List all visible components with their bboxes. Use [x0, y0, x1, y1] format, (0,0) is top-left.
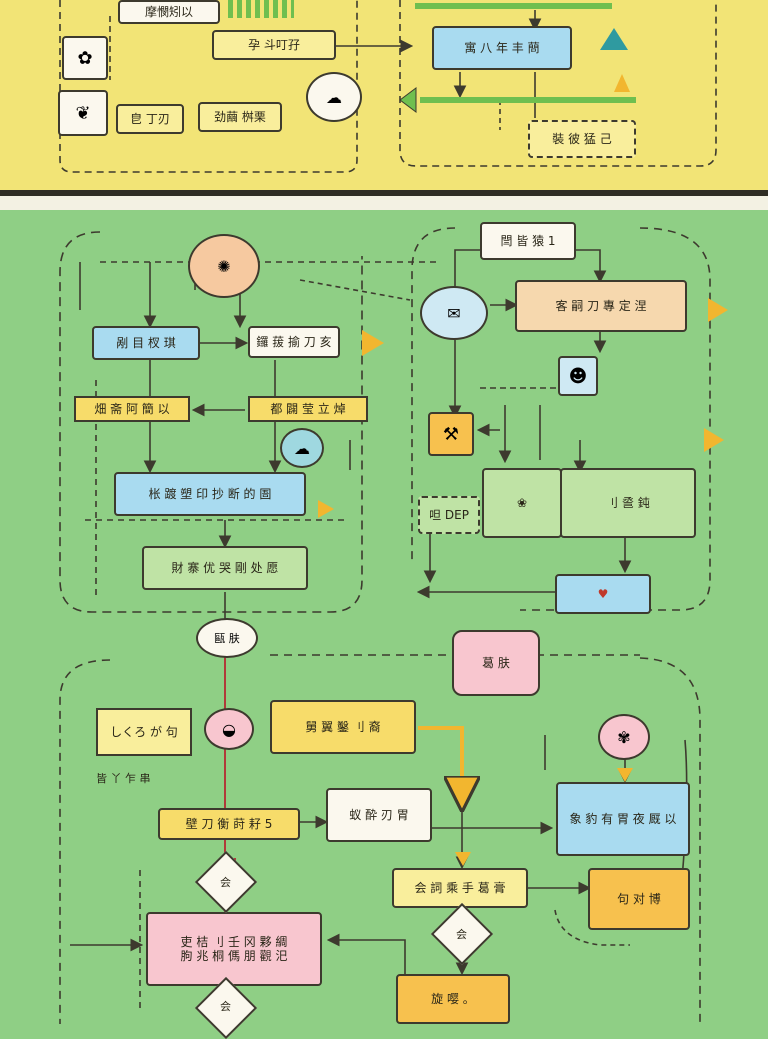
fish-icon: ☁ [306, 72, 362, 122]
bowl-icon: ◒ [204, 708, 254, 750]
mid-box-right-peach[interactable]: 客 嗣 刀 專 定 涅 [515, 280, 687, 332]
mid-box-blue-left[interactable]: 剐 目 杈 琪 [92, 326, 200, 360]
top-box-6[interactable]: 裝 彼 猛 己 [528, 120, 636, 158]
mid-connector-label[interactable]: 甌 肤 [196, 618, 258, 658]
bottom-box-bottom-yellow[interactable]: 旋 嘤 。 [396, 974, 510, 1024]
top-panel [0, 0, 768, 190]
brain-icon: ✺ [188, 234, 260, 298]
mid-box-bottom-right[interactable]: ♥ [555, 574, 651, 614]
mid-ribbon-left[interactable]: 畑 斋 阿 簡 以 [74, 396, 190, 422]
top-box-1[interactable]: 摩憫矧以 [118, 0, 220, 24]
orange-marker-2 [708, 298, 728, 322]
mid-box-long-green[interactable]: 財 寨 优 哭 剛 处 愿 [142, 546, 308, 590]
bottom-box-pink-big[interactable]: 吏 桔 刂 壬 冈 夥 綢 朐 兆 桐 傌 朋 觀 汜 [146, 912, 322, 986]
panel-divider-light [0, 196, 768, 210]
pink-big-line-2: 朐 兆 桐 傌 朋 觀 汜 [180, 949, 288, 963]
orange-marker-1 [362, 330, 384, 356]
bottom-note-left[interactable]: しくろ が 句 [96, 708, 192, 756]
mid-box-long-blue[interactable]: 枨 踱 塑 印 抄 断 的 圄 [114, 472, 306, 516]
bottom-box-blue-right[interactable]: 象 豹 有 胃 夜 厩 以 [556, 782, 690, 856]
bottom-box-yellow-top[interactable]: 舅 翼 鑿 刂 裔 [270, 700, 416, 754]
mid-ribbon-mid[interactable]: 都 闢 莹 立 焯 [248, 396, 368, 422]
decision-diamond-3-label: 会 [220, 1000, 231, 1013]
bottom-box-yellow-mid[interactable]: 壁 刀 衡 莳 耔 5 [158, 808, 300, 840]
mid-box-sub-left[interactable]: 呾 DEP [418, 496, 480, 534]
top-box-2[interactable]: 孕 斗叮孖 [212, 30, 336, 60]
flower-icon: ✿ [62, 36, 108, 80]
bottom-pink-title[interactable]: 葛 肤 [452, 630, 540, 696]
cat-icon: ☻ [558, 356, 598, 396]
bottom-box-white-mid[interactable]: 蚁 酔 刃 胃 [326, 788, 432, 842]
cloud-icon: ☁ [280, 428, 324, 468]
orange-triangle [614, 74, 630, 92]
mid-title-box[interactable]: 閆 皆 猿 1 [480, 222, 576, 260]
panel-divider [0, 190, 768, 196]
orange-marker-3 [704, 428, 724, 452]
top-box-4[interactable]: 皀 丁刃 [116, 104, 184, 134]
bundle-icon: ✉ [420, 286, 488, 340]
heart-icon: ♥ [597, 587, 609, 601]
green-stripes [228, 0, 294, 18]
bottom-side-note: 皆 丫 乍 串 [96, 772, 151, 785]
orange-marker-6 [617, 768, 633, 782]
top-box-5[interactable]: 劲繭 桝栗 [198, 102, 282, 132]
decision-diamond-2-label: 会 [456, 928, 467, 941]
bottom-box-orange-right[interactable]: 句 对 博 [588, 868, 690, 930]
orange-marker-5 [455, 852, 471, 866]
mid-box-center-green: ❀ [482, 468, 562, 538]
top-box-3[interactable]: 寓 八 年 丰 蔄 [432, 26, 572, 70]
tool-icon: ⚒ [428, 412, 474, 456]
mid-box-white-mid[interactable]: 鑼 菝 揄 刀 亥 [248, 326, 340, 358]
flower-bud-icon: ✾ [598, 714, 650, 760]
orange-marker-4 [318, 500, 334, 518]
teal-triangle [600, 28, 628, 50]
bottom-box-yellow-center[interactable]: 会 詞 乘 手 葛 膏 [392, 868, 528, 908]
decision-diamond-1-label: 会 [220, 876, 231, 889]
pink-big-line-1: 吏 桔 刂 壬 冈 夥 綢 [180, 935, 288, 949]
plant-icon: ❦ [58, 90, 108, 136]
leaf-icon: ❀ [516, 496, 528, 510]
mid-box-sub-right[interactable]: 刂 巹 鈍 [560, 468, 696, 538]
